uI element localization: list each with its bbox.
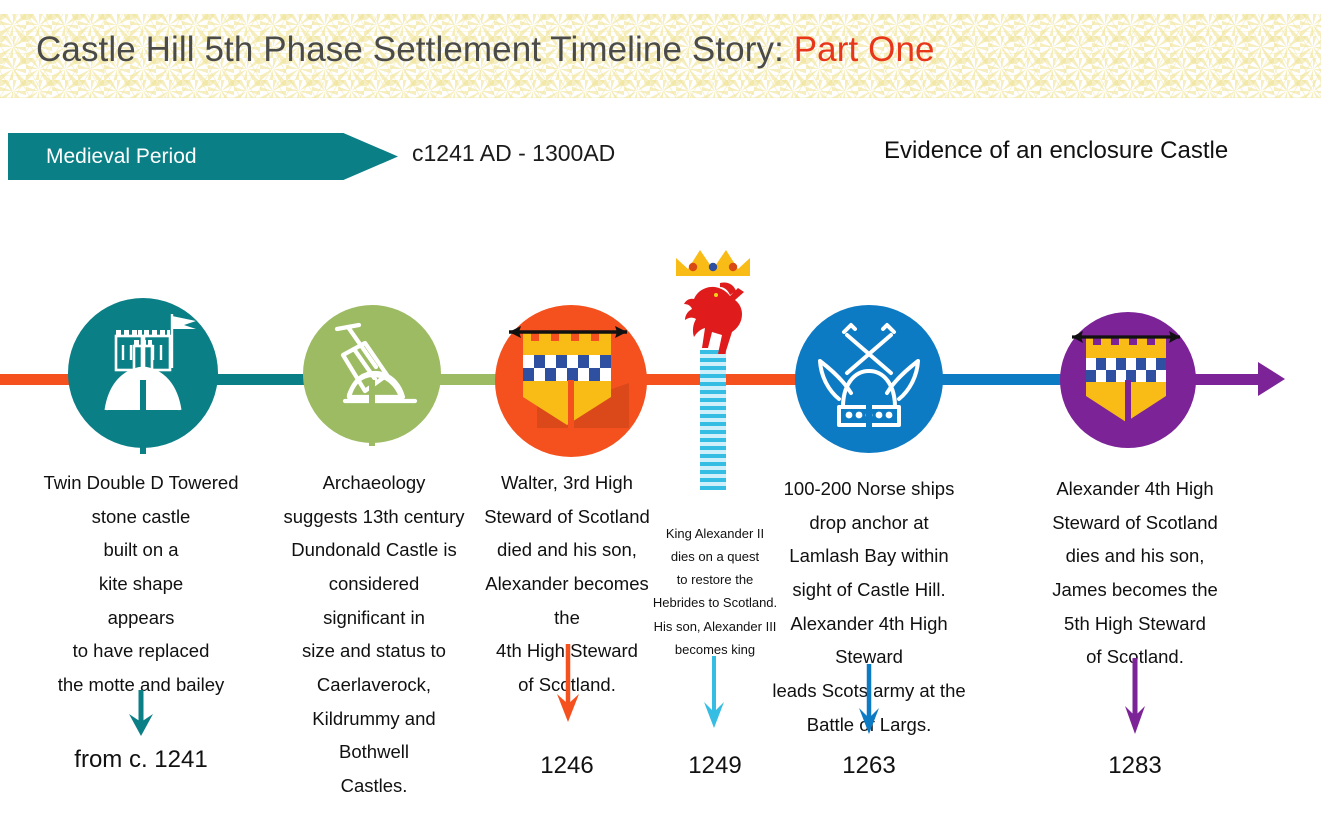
shovel-dig-icon — [334, 322, 418, 404]
node-walter-3rd-high-steward[interactable] — [495, 305, 647, 457]
event-year-6: 1283 — [1108, 752, 1162, 779]
down-arrow-1-icon — [129, 690, 153, 736]
node-king-alexander-ii-dies[interactable] — [660, 236, 766, 386]
event-text-1: Twin Double D Towered stone castle built… — [28, 466, 254, 702]
cyan-striped-column — [700, 350, 726, 490]
event-year-4: 1249 — [688, 752, 742, 779]
period-range: c1241 AD - 1300AD — [412, 140, 616, 166]
spine-end-arrow-icon — [1258, 362, 1285, 396]
event-text-3: Walter, 3rd High Steward of Scotland die… — [476, 466, 658, 702]
event-body-1: Twin Double D Towered stone castle built… — [43, 472, 239, 695]
down-arrow-5-icon — [859, 664, 879, 734]
heraldic-banner-icon — [509, 326, 629, 428]
period-banner: Medieval Period — [8, 133, 398, 180]
down-arrow-4-icon — [704, 656, 724, 728]
node-archaeology-dundonald[interactable] — [303, 305, 441, 443]
spine-segment-1 — [0, 374, 96, 385]
node-stub-6 — [1125, 380, 1131, 436]
page-title-accent: Part One — [793, 30, 935, 69]
spine-segment-6 — [1190, 374, 1262, 385]
event-body-2: Archaeology suggests 13th century Dundon… — [283, 472, 465, 796]
node-stub-3 — [568, 380, 574, 440]
node-stub-2 — [369, 380, 375, 446]
event-year-1: from c. 1241 — [74, 746, 208, 773]
event-text-6: Alexander 4th High Steward of Scotland d… — [1042, 472, 1228, 674]
event-body-3: Walter, 3rd High Steward of Scotland die… — [484, 472, 650, 695]
event-text-4: King Alexander II dies on a quest to res… — [652, 522, 778, 661]
period-banner-label: Medieval Period — [46, 144, 197, 168]
node-stub-1 — [140, 380, 146, 454]
spine-segment-5 — [936, 374, 1066, 385]
event-body-4: King Alexander II dies on a quest to res… — [652, 526, 778, 657]
header-pattern-band — [0, 14, 1321, 98]
page-title: Castle Hill 5th Phase Settlement Timelin… — [36, 30, 935, 70]
event-body-5: 100-200 Norse ships drop anchor at Lamla… — [772, 478, 966, 735]
page-title-main: Castle Hill 5th Phase Settlement Timelin… — [36, 30, 794, 69]
evidence-note: Evidence of an enclosure Castle — [884, 137, 1229, 164]
event-body-6: Alexander 4th High Steward of Scotland d… — [1052, 478, 1218, 668]
crown-lion-rampant-icon — [676, 250, 750, 354]
event-text-2: Archaeology suggests 13th century Dundon… — [280, 466, 468, 803]
down-arrow-3-icon — [557, 644, 579, 722]
spine-segment-2 — [216, 374, 310, 385]
event-year-5: 1263 — [842, 752, 896, 779]
down-arrow-6-icon — [1125, 658, 1145, 734]
event-year-3: 1246 — [540, 752, 594, 779]
event-text-5: 100-200 Norse ships drop anchor at Lamla… — [768, 472, 970, 741]
node-stub-5 — [866, 380, 872, 440]
spine-segment-3 — [430, 374, 512, 385]
